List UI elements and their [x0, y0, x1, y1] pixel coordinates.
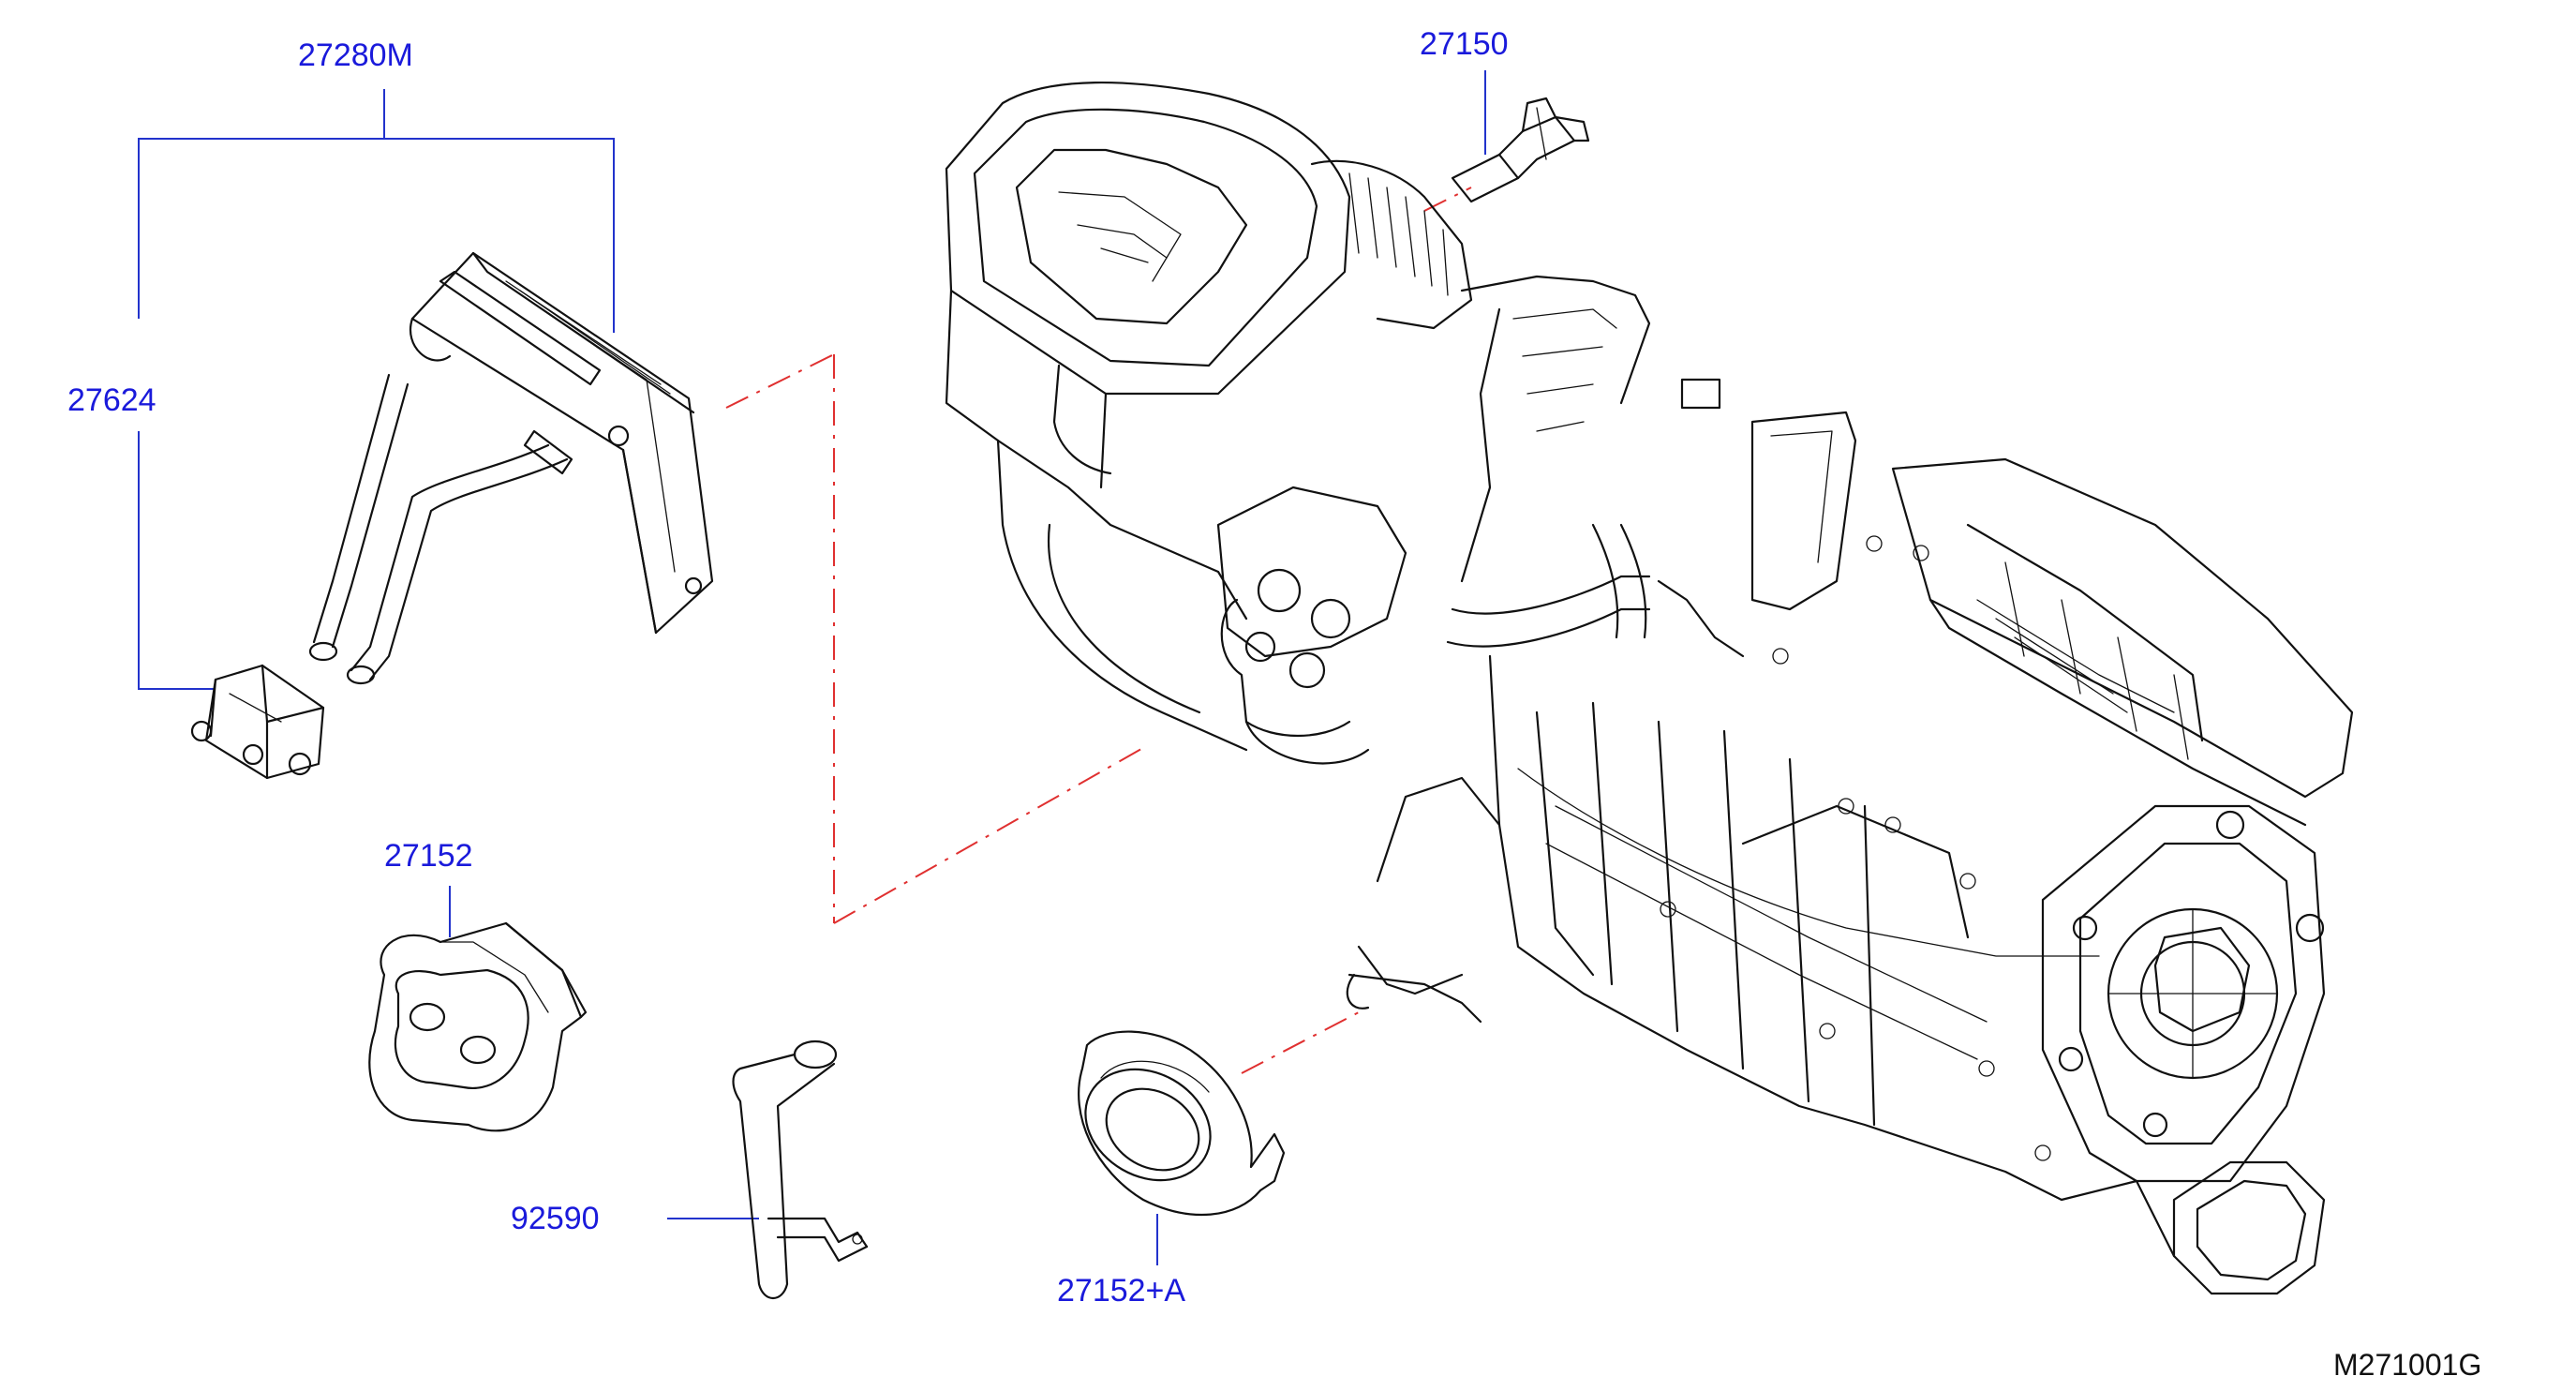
callout-27280M: 27280M: [298, 37, 413, 73]
aspirator-27150: [1451, 97, 1590, 203]
callout-27150: 27150: [1420, 26, 1509, 62]
leader-lines: [138, 70, 1486, 1265]
leader-27280M: [138, 138, 615, 333]
grommet-27152A: [1078, 1030, 1286, 1217]
leader-27624: [138, 431, 216, 690]
diagram-code: M271001G: [2333, 1348, 2482, 1382]
callout-27624: 27624: [67, 382, 156, 418]
callout-27152: 27152: [384, 838, 473, 874]
callout-27152A: 27152+A: [1057, 1273, 1186, 1309]
heater-unit-assembly: [945, 82, 2354, 1295]
phantom-lines: [725, 187, 1472, 1074]
grommet-27152: [368, 921, 588, 1132]
callout-92590: 92590: [511, 1201, 600, 1236]
expansion-valve: [190, 664, 325, 780]
drain-hose-92590: [732, 1040, 869, 1300]
heater-core: [308, 251, 714, 685]
